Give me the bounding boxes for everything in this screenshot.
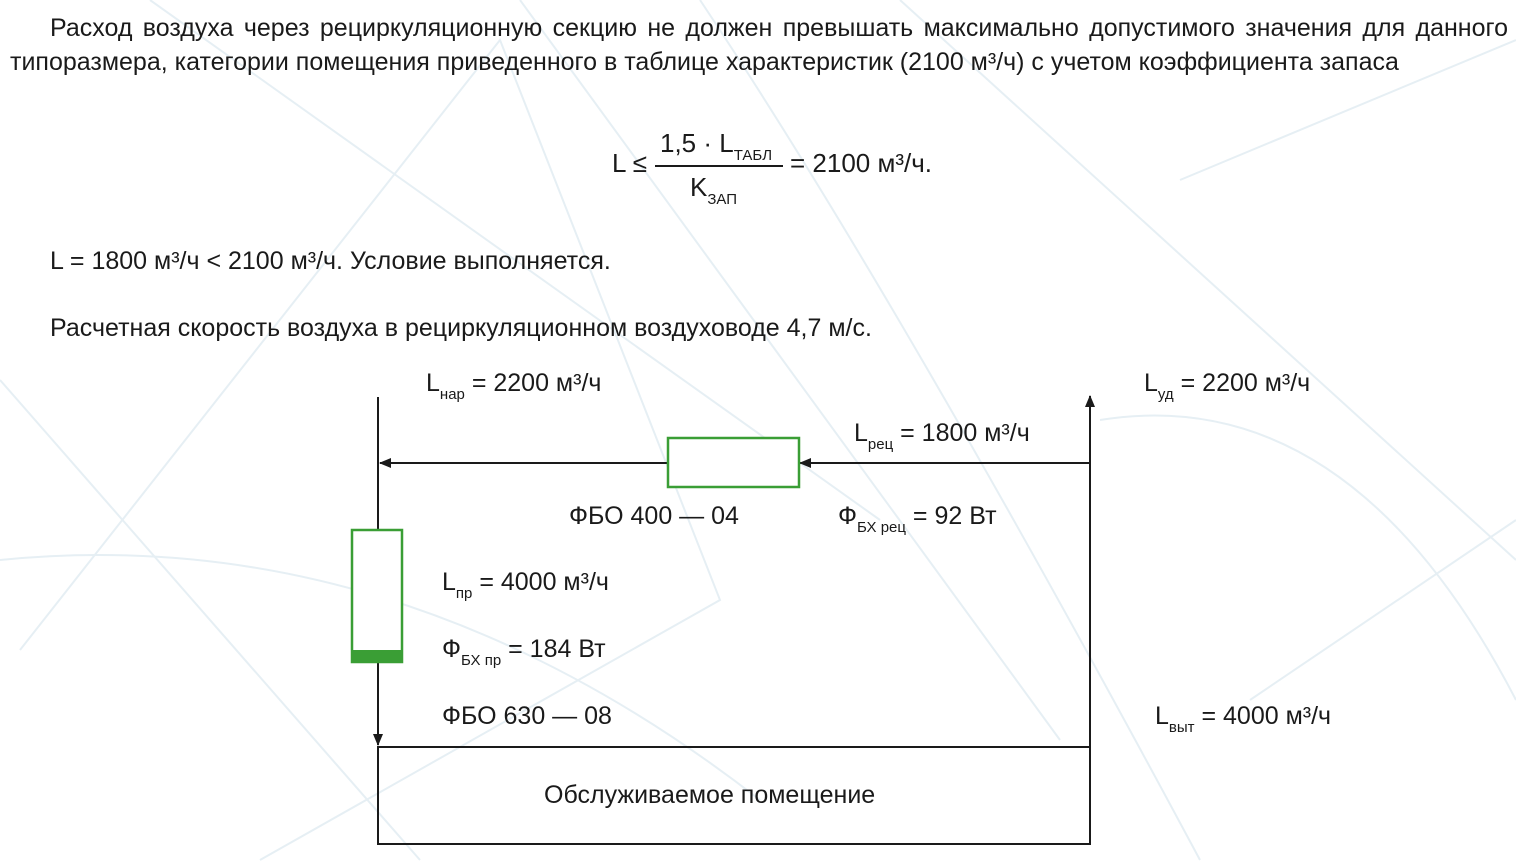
label-phi-pr: ФБХ пр = 184 Вт [442, 635, 606, 669]
formula-lhs: L ≤ [612, 148, 647, 178]
formula-fraction-bar [655, 165, 783, 167]
label-l-ud: Lуд = 2200 м³/ч [1144, 369, 1311, 403]
formula-denominator: KЗАП [690, 172, 738, 208]
description-text: Расход воздуха через рециркуляционную се… [10, 14, 1508, 76]
supply-filter-base [352, 650, 402, 662]
formula-numerator: 1,5 · LТАБЛ [660, 128, 773, 164]
room-label: Обслуживаемое помещение [544, 781, 876, 809]
formula-rhs: = 2100 м³/ч. [790, 148, 932, 178]
label-phi-rec: ФБХ рец = 92 Вт [838, 502, 997, 536]
label-l-vyt: Lвыт = 4000 м³/ч [1155, 702, 1332, 736]
served-room-box [377, 746, 1091, 845]
label-fbo-rec: ФБО 400 — 04 [569, 502, 739, 530]
condition-line: L = 1800 м³/ч < 2100 м³/ч. Условие выпол… [50, 247, 611, 275]
recirc-filter-fbo400 [666, 436, 801, 489]
description-paragraph: Расход воздуха через рециркуляционную се… [10, 11, 1508, 79]
velocity-line: Расчетная скорость воздуха в рециркуляци… [50, 314, 872, 342]
label-l-rec: Lрец = 1800 м³/ч [854, 419, 1030, 453]
label-l-nar: Lнар = 2200 м³/ч [426, 369, 602, 403]
label-fbo-pr: ФБО 630 — 08 [442, 702, 612, 730]
label-l-pr: Lпр = 4000 м³/ч [442, 568, 609, 602]
supply-filter-fbo630 [350, 528, 404, 664]
